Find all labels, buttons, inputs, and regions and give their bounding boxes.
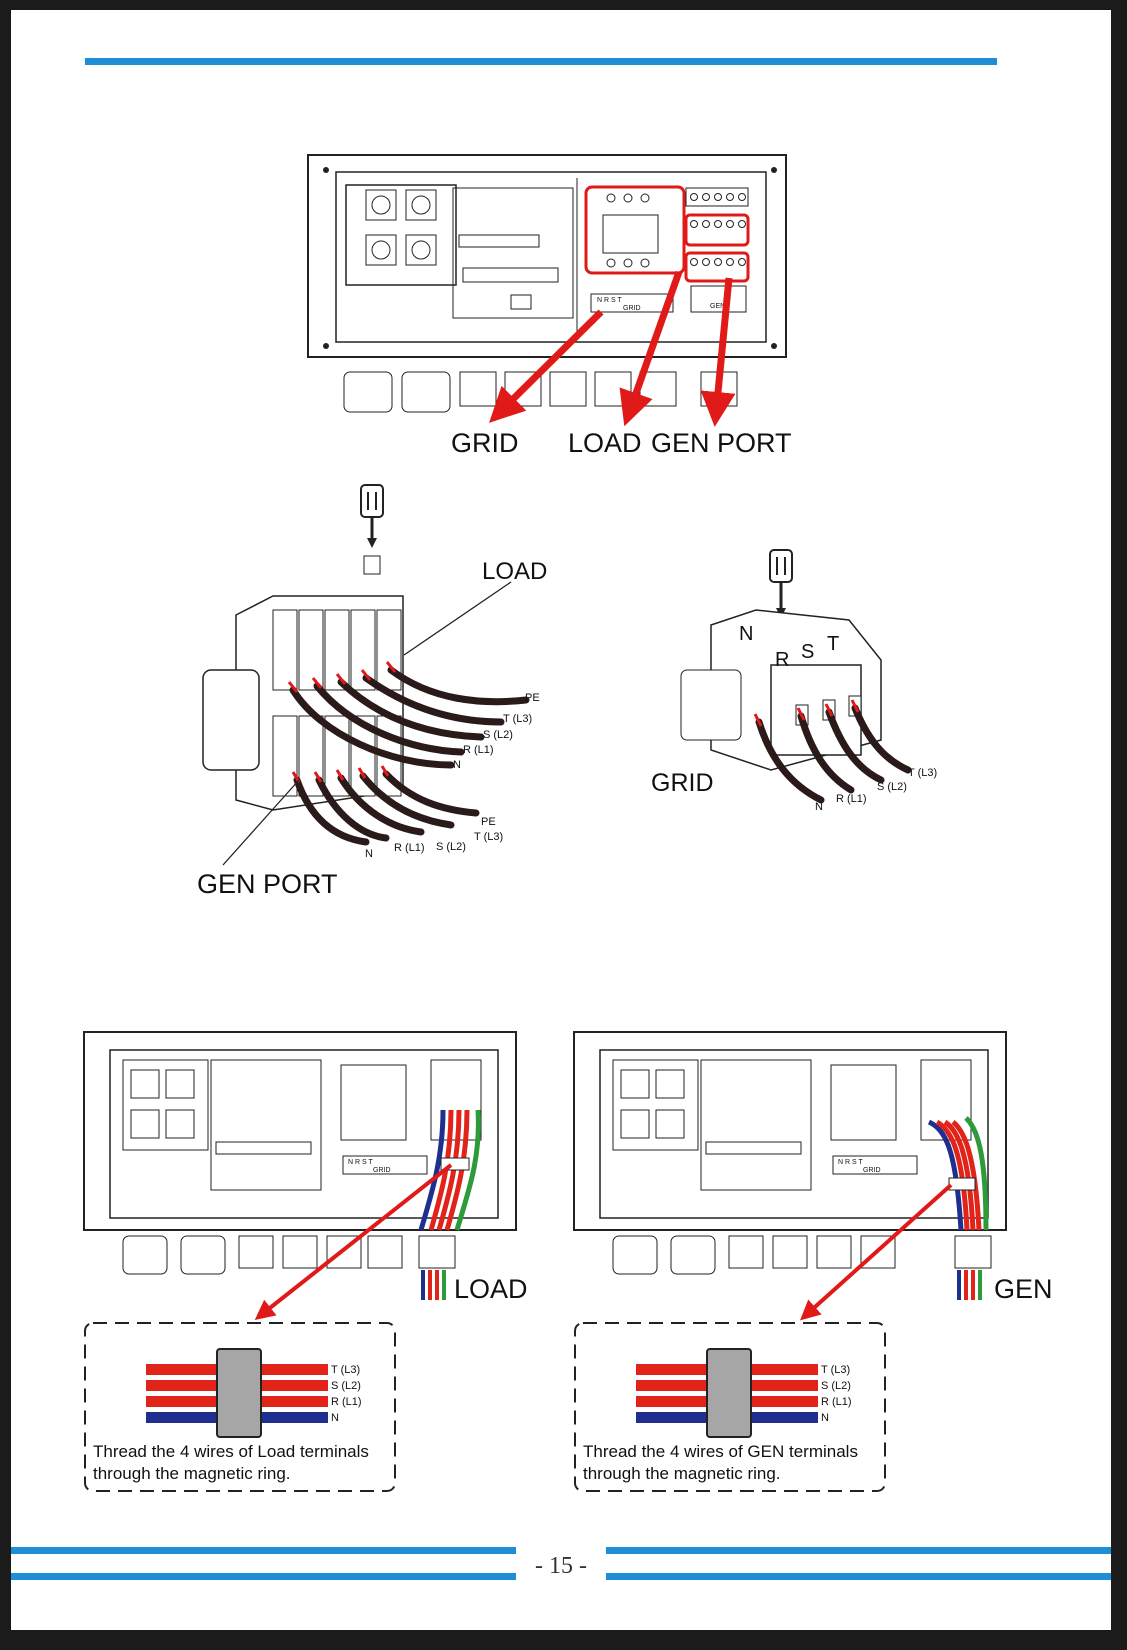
upper-wire-r: R (L1) <box>463 744 494 756</box>
label-load-middle: LOAD <box>482 558 547 585</box>
bl-grid-letters: N R S T <box>348 1159 373 1166</box>
label-grid: GRID <box>451 428 519 458</box>
br-grid-label: GRID <box>863 1167 881 1174</box>
lower-wire-s: S (L2) <box>436 841 466 853</box>
grid-wire-s: S (L2) <box>877 781 907 793</box>
label-gen-port: GEN PORT <box>651 428 792 458</box>
br-ring-s: S (L2) <box>821 1380 851 1392</box>
bl-caption-line1: Thread the 4 wires of Load terminals <box>93 1442 369 1461</box>
breaker-letter-r: R <box>775 649 789 671</box>
br-ring-r: R (L1) <box>821 1396 852 1408</box>
header-rule <box>85 58 997 65</box>
br-caption-line1: Thread the 4 wires of GEN terminals <box>583 1442 858 1461</box>
grid-terminal-letters: N R S T <box>597 297 622 304</box>
top-inverter-diagram: N R S T GRID GEN GRID LOAD GEN PORT <box>307 154 792 458</box>
magnetic-ring-icon <box>216 1348 262 1438</box>
bl-ring-r: R (L1) <box>331 1396 362 1408</box>
bl-ring-s: S (L2) <box>331 1380 361 1392</box>
footer: - 15 - <box>11 1547 1111 1580</box>
upper-wire-s: S (L2) <box>483 729 513 741</box>
bl-ring-n: N <box>331 1412 339 1424</box>
gen-terminal-label: GEN <box>710 303 725 310</box>
bl-port-label: LOAD <box>454 1274 528 1304</box>
breaker-letter-t: T <box>827 633 839 655</box>
screwdriver-icon <box>360 484 384 518</box>
label-gen-port-middle: GEN PORT <box>197 869 338 899</box>
grid-wire-n: N <box>815 801 823 813</box>
lower-wire-n: N <box>365 848 373 860</box>
br-ring-n: N <box>821 1412 829 1424</box>
bl-caption-line2: through the magnetic ring. <box>93 1464 291 1483</box>
breaker-letter-s: S <box>801 641 814 663</box>
br-grid-letters: N R S T <box>838 1159 863 1166</box>
screwdriver-icon-grid <box>769 549 793 583</box>
br-ring-t: T (L3) <box>821 1364 850 1376</box>
upper-wire-t: T (L3) <box>503 713 532 725</box>
label-load: LOAD <box>568 428 642 458</box>
manual-page: N R S T GRID GEN GRID LOAD GEN PORT <box>11 10 1111 1630</box>
br-caption-line2: through the magnetic ring. <box>583 1464 781 1483</box>
grid-terminal-label: GRID <box>623 305 641 312</box>
load-gen-terminal-diagram: PE T (L3) S (L2) R (L1) N PE T (L3) S (L… <box>197 484 547 899</box>
grid-wire-t: T (L3) <box>908 767 937 779</box>
load-ring-diagram: N R S T GRID LOAD T (L3) S (L2) <box>83 1031 528 1492</box>
lower-wire-t: T (L3) <box>474 831 503 843</box>
breaker-letter-n: N <box>739 623 753 645</box>
lower-wire-pe: PE <box>481 816 496 828</box>
bl-ring-t: T (L3) <box>331 1364 360 1376</box>
grid-breaker-diagram: N R S T T (L3) S (L2) R (L1) N GRID <box>651 549 937 813</box>
page-number: - 15 - <box>535 1553 587 1579</box>
label-grid-middle: GRID <box>651 769 714 797</box>
lower-wire-r: R (L1) <box>394 842 425 854</box>
magnetic-ring-icon-gen <box>706 1348 752 1438</box>
upper-wire-pe: PE <box>525 692 540 704</box>
grid-wire-r: R (L1) <box>836 793 867 805</box>
gen-ring-diagram: N R S T GRID GEN T (L3) S (L2) <box>573 1031 1053 1492</box>
upper-wire-n: N <box>453 759 461 771</box>
br-port-label: GEN <box>994 1274 1053 1304</box>
bl-grid-label: GRID <box>373 1167 391 1174</box>
page-canvas: N R S T GRID GEN GRID LOAD GEN PORT <box>11 58 1111 1580</box>
